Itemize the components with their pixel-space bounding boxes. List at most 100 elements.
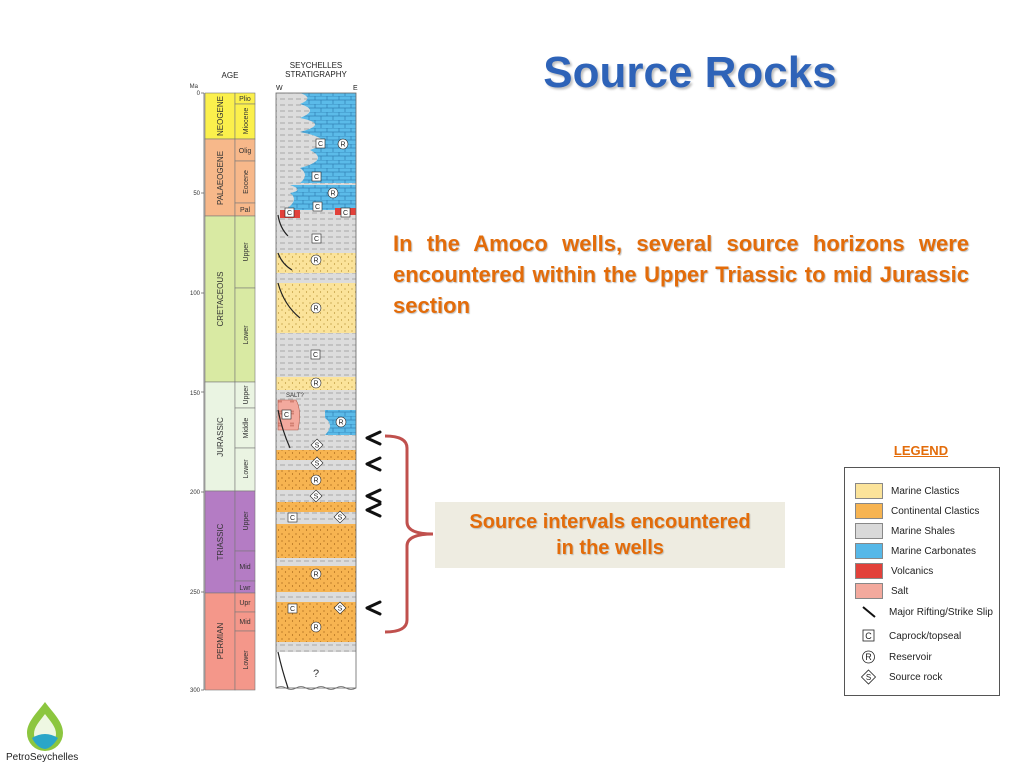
reservoir-r-icon: R (310, 377, 322, 389)
period-triassic (204, 490, 236, 594)
legend-item-salt: Salt (855, 582, 908, 600)
epoch-permian-mid: Mid (239, 619, 250, 626)
tick-300: 300 (190, 688, 201, 694)
caprock-c-icon: C (287, 603, 298, 614)
reservoir-r-icon: R (310, 568, 322, 580)
rift-line-icon (277, 409, 291, 449)
svg-text:S: S (338, 515, 343, 522)
source-intervals-callout: Source intervals encountered in the well… (435, 502, 785, 568)
svg-text:S: S (315, 443, 320, 450)
svg-text:R: R (865, 652, 872, 662)
source-s-icon: S (333, 510, 347, 524)
reservoir-r-icon: R (310, 254, 322, 266)
reservoir-r-icon: R (310, 474, 322, 486)
source-s-icon: S (309, 489, 323, 503)
arrow-left-icon (365, 600, 382, 616)
caprock-c-icon: C (315, 138, 326, 149)
rift-line-icon (277, 252, 293, 271)
legend-item-continental-clastics: Continental Clastics (855, 502, 979, 520)
legend-label: Salt (891, 585, 909, 597)
epoch-permian-lower: Lower (243, 650, 250, 670)
epoch-pal: Pal (240, 207, 251, 214)
age-header: AGE (222, 71, 239, 80)
epoch-eocene: Eocene (243, 170, 250, 194)
legend-label: Reservoir (889, 651, 932, 663)
petroseychelles-logo-icon (27, 702, 63, 751)
epoch-plio: Plio (239, 96, 251, 103)
svg-text:R: R (313, 381, 318, 388)
legend-item-marine-shales: Marine Shales (855, 522, 955, 540)
svg-text:C: C (284, 412, 289, 419)
slide-title: Source Rocks (543, 48, 837, 97)
marine-shales-swatch (855, 523, 883, 539)
callout-text: Source intervals encountered in the well… (469, 511, 751, 559)
svg-text:R: R (313, 258, 318, 265)
svg-text:C: C (315, 204, 320, 211)
period-neogene (204, 92, 236, 140)
legend-title: LEGEND (893, 443, 949, 458)
arrow-left-icon (365, 430, 382, 446)
epoch-miocene: Miocene (243, 108, 250, 135)
epoch-triassic-lwr: Lwr (239, 585, 251, 592)
svg-text:C: C (313, 352, 318, 359)
rift-line-icon (855, 604, 881, 620)
legend-item-rifting: Major Rifting/Strike Slip (855, 603, 993, 621)
period-jurassic (204, 381, 236, 492)
epoch-cretaceous-upper: Upper (243, 242, 250, 262)
source-s-icon: S (855, 669, 881, 685)
reservoir-r-icon: R (337, 138, 349, 150)
svg-text:S: S (866, 673, 871, 682)
rift-line-icon (277, 651, 289, 689)
reservoir-r-icon: R (855, 649, 881, 665)
svg-text:S: S (314, 494, 319, 501)
svg-text:S: S (315, 461, 320, 468)
svg-text:R: R (313, 572, 318, 579)
legend-box: Marine Clastics Continental Clastics Mar… (844, 467, 1000, 696)
epoch-jurassic-upper: Upper (243, 385, 250, 405)
svg-text:R: R (330, 191, 335, 198)
caprock-c-icon: C (311, 233, 322, 244)
legend-item-volcanics: Volcanics (855, 562, 933, 580)
svg-text:C: C (314, 174, 319, 181)
legend-label: Continental Clastics (891, 505, 980, 517)
epoch-permian-upr: Upr (239, 600, 251, 607)
arrow-left-icon (365, 502, 382, 518)
svg-text:R: R (313, 306, 318, 313)
reservoir-r-icon: R (335, 416, 347, 428)
epoch-triassic-mid: Mid (239, 564, 250, 571)
period-label-cretaceous: CRETACEOUS (216, 272, 225, 327)
caprock-c-icon: C (310, 349, 321, 360)
epoch-cretaceous-lower: Lower (243, 325, 250, 345)
tick-250: 250 (190, 590, 201, 596)
volcanics-swatch (855, 563, 883, 579)
period-permian (204, 592, 236, 691)
period-label-neogene: NEOGENE (216, 96, 225, 136)
tick-150: 150 (190, 391, 201, 397)
legend-label: Major Rifting/Strike Slip (889, 606, 993, 618)
salt-swatch (855, 583, 883, 599)
legend-label: Marine Shales (891, 525, 955, 537)
continental-clastics-swatch (855, 503, 883, 519)
svg-text:C: C (343, 210, 348, 217)
ma-label: Ma (190, 84, 199, 90)
marine-clastics-swatch (855, 483, 883, 499)
svg-text:C: C (314, 236, 319, 243)
unknown-interval-label: ? (313, 668, 319, 680)
reservoir-r-icon: R (310, 302, 322, 314)
reservoir-r-icon: R (310, 621, 322, 633)
source-s-icon: S (310, 456, 324, 470)
legend-item-marine-clastics: Marine Clastics (855, 482, 959, 500)
period-label-palaeogene: PALAEOGENE (216, 151, 225, 205)
caprock-c-icon: C (284, 207, 295, 218)
period-palaeogene (204, 138, 236, 217)
svg-text:R: R (313, 478, 318, 485)
svg-text:C: C (318, 141, 323, 148)
rift-line-icon (277, 282, 301, 319)
svg-text:R: R (338, 420, 343, 427)
caprock-c-icon: C (855, 628, 881, 644)
caprock-c-icon: C (281, 409, 292, 420)
caprock-c-icon: C (311, 171, 322, 182)
salt-label: SALT? (286, 393, 305, 399)
legend-label: Marine Carbonates (891, 545, 977, 557)
